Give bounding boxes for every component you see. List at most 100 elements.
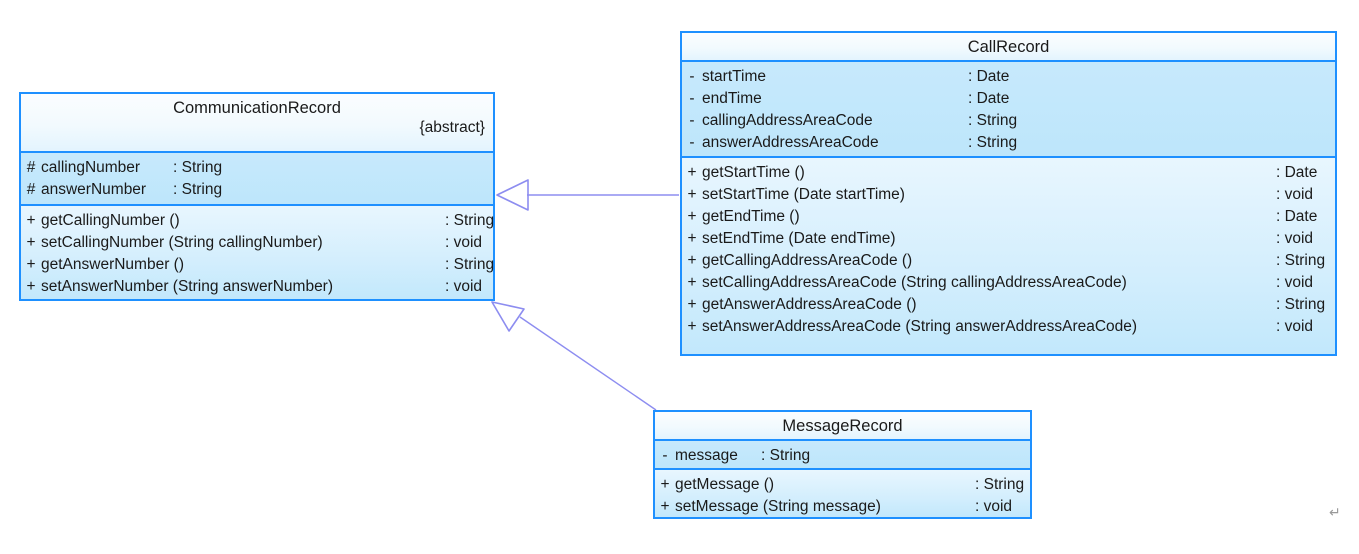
operation-return-type: : String — [1276, 296, 1326, 313]
operation-signature: getCallingNumber () — [41, 212, 180, 229]
operation-return-type: : void — [1276, 186, 1314, 203]
operation-signature: setCallingAddressAreaCode (String callin… — [702, 274, 1127, 291]
operation-return-type: : String — [445, 212, 495, 229]
operation-return-type: : void — [445, 234, 483, 251]
operation-signature: setStartTime (Date startTime) — [702, 186, 905, 203]
generalization-callrecord-to-communicationrecord[interactable] — [496, 179, 679, 211]
attribute-name: callingNumber — [41, 159, 141, 176]
visibility-marker: + — [687, 186, 697, 203]
operation-signature: setAnswerAddressAreaCode (String answerA… — [702, 318, 1138, 335]
operation-row: + setCallingAddressAreaCode (String call… — [682, 272, 1335, 294]
operation-return-type: : void — [445, 278, 483, 295]
attribute-row: - message : String — [655, 445, 1030, 467]
visibility-marker: + — [26, 278, 36, 295]
operation-row: + getMessage () : String — [655, 474, 1030, 496]
operation-row: + setAnswerNumber (String answerNumber) … — [21, 276, 493, 298]
visibility-marker: + — [26, 256, 36, 273]
class-name-message-record: MessageRecord — [782, 417, 903, 435]
attribute-row: - endTime : Date — [682, 88, 1335, 110]
visibility-marker: + — [687, 274, 697, 291]
attribute-row: # answerNumber : String — [21, 179, 493, 201]
class-name-call-record: CallRecord — [967, 38, 1050, 56]
visibility-marker: + — [687, 296, 697, 313]
operations-compartment-message-record: + getMessage () : String + setMessage (S… — [655, 470, 1030, 517]
attribute-type: : Date — [968, 68, 1010, 85]
attribute-type: : String — [173, 159, 223, 176]
generalization-messagerecord-to-communicationrecord[interactable] — [491, 301, 657, 411]
class-name-communication-record: CommunicationRecord — [173, 99, 341, 117]
operation-row: + setStartTime (Date startTime) : void — [682, 184, 1335, 206]
attribute-row: - startTime : Date — [682, 66, 1335, 88]
operation-row: + setCallingNumber (String callingNumber… — [21, 232, 493, 254]
attribute-name: message — [675, 447, 738, 464]
visibility-marker: - — [689, 90, 695, 107]
visibility-marker: + — [660, 498, 670, 515]
visibility-marker: + — [687, 164, 697, 181]
visibility-marker: + — [687, 230, 697, 247]
visibility-marker: # — [26, 159, 36, 176]
operation-signature: getCallingAddressAreaCode () — [702, 252, 913, 269]
class-title-compartment-call-record: CallRecord — [682, 33, 1335, 62]
operation-row: + getStartTime () : Date — [682, 162, 1335, 184]
operation-signature: setEndTime (Date endTime) — [702, 230, 896, 247]
operation-signature: setMessage (String message) — [675, 498, 881, 515]
operations-compartment-call-record: + getStartTime () : Date + setStartTime … — [682, 158, 1335, 354]
attribute-type: : String — [968, 112, 1018, 129]
visibility-marker: + — [687, 318, 697, 335]
attribute-name: startTime — [702, 68, 767, 85]
operation-row: + setEndTime (Date endTime) : void — [682, 228, 1335, 250]
attribute-type: : Date — [968, 90, 1010, 107]
visibility-marker: - — [662, 447, 668, 464]
attribute-row: # callingNumber : String — [21, 157, 493, 179]
attribute-name: callingAddressAreaCode — [702, 112, 873, 129]
operation-row: + setAnswerAddressAreaCode (String answe… — [682, 316, 1335, 338]
visibility-marker: # — [26, 181, 36, 198]
operation-return-type: : String — [975, 476, 1025, 493]
attribute-row: - callingAddressAreaCode : String — [682, 110, 1335, 132]
operation-return-type: : void — [1276, 274, 1314, 291]
attributes-compartment-message-record: - message : String — [655, 441, 1030, 470]
attribute-type: : String — [968, 134, 1018, 151]
operation-signature: getStartTime () — [702, 164, 805, 181]
operation-row: + getEndTime () : Date — [682, 206, 1335, 228]
visibility-marker: + — [26, 234, 36, 251]
attributes-compartment-communication-record: # callingNumber : String # answerNumber … — [21, 153, 493, 206]
visibility-marker: + — [26, 212, 36, 229]
class-title-compartment-message-record: MessageRecord — [655, 412, 1030, 441]
visibility-marker: + — [687, 208, 697, 225]
class-box-call-record[interactable]: CallRecord - startTime : Date - endTime … — [680, 31, 1337, 356]
operations-compartment-communication-record: + getCallingNumber () : String + setCall… — [21, 206, 495, 299]
visibility-marker: + — [660, 476, 670, 493]
attribute-type: : String — [173, 181, 223, 198]
paragraph-return-mark: ↵ — [1329, 504, 1341, 520]
operation-return-type: : String — [445, 256, 495, 273]
attribute-name: answerAddressAreaCode — [702, 134, 879, 151]
operation-signature: setCallingNumber (String callingNumber) — [41, 234, 323, 251]
operation-return-type: : void — [975, 498, 1013, 515]
operation-return-type: : Date — [1276, 208, 1318, 225]
attribute-name: answerNumber — [41, 181, 147, 198]
visibility-marker: - — [689, 68, 695, 85]
operation-row: + setMessage (String message) : void — [655, 496, 1030, 518]
operation-return-type: : Date — [1276, 164, 1318, 181]
operation-row: + getCallingNumber () : String — [21, 210, 495, 232]
visibility-marker: - — [689, 134, 695, 151]
attribute-row: - answerAddressAreaCode : String — [682, 132, 1335, 154]
attribute-name: endTime — [702, 90, 762, 107]
attributes-compartment-call-record: - startTime : Date - endTime : Date - ca… — [682, 62, 1335, 158]
operation-row: + getAnswerAddressAreaCode () : String — [682, 294, 1335, 316]
operation-return-type: : void — [1276, 318, 1314, 335]
class-stereotype-abstract: {abstract} — [419, 119, 486, 136]
operation-signature: getAnswerNumber () — [41, 256, 184, 273]
visibility-marker: - — [689, 112, 695, 129]
operation-signature: getAnswerAddressAreaCode () — [702, 296, 917, 313]
visibility-marker: + — [687, 252, 697, 269]
class-box-message-record[interactable]: MessageRecord - message : String + getMe… — [653, 410, 1032, 519]
operation-signature: setAnswerNumber (String answerNumber) — [41, 278, 334, 295]
class-title-compartment-communication-record: CommunicationRecord {abstract} — [21, 94, 493, 153]
operation-row: + getAnswerNumber () : String — [21, 254, 495, 276]
class-box-communication-record[interactable]: CommunicationRecord {abstract} # calling… — [19, 92, 495, 301]
operation-row: + getCallingAddressAreaCode () : String — [682, 250, 1335, 272]
operation-return-type: : String — [1276, 252, 1326, 269]
